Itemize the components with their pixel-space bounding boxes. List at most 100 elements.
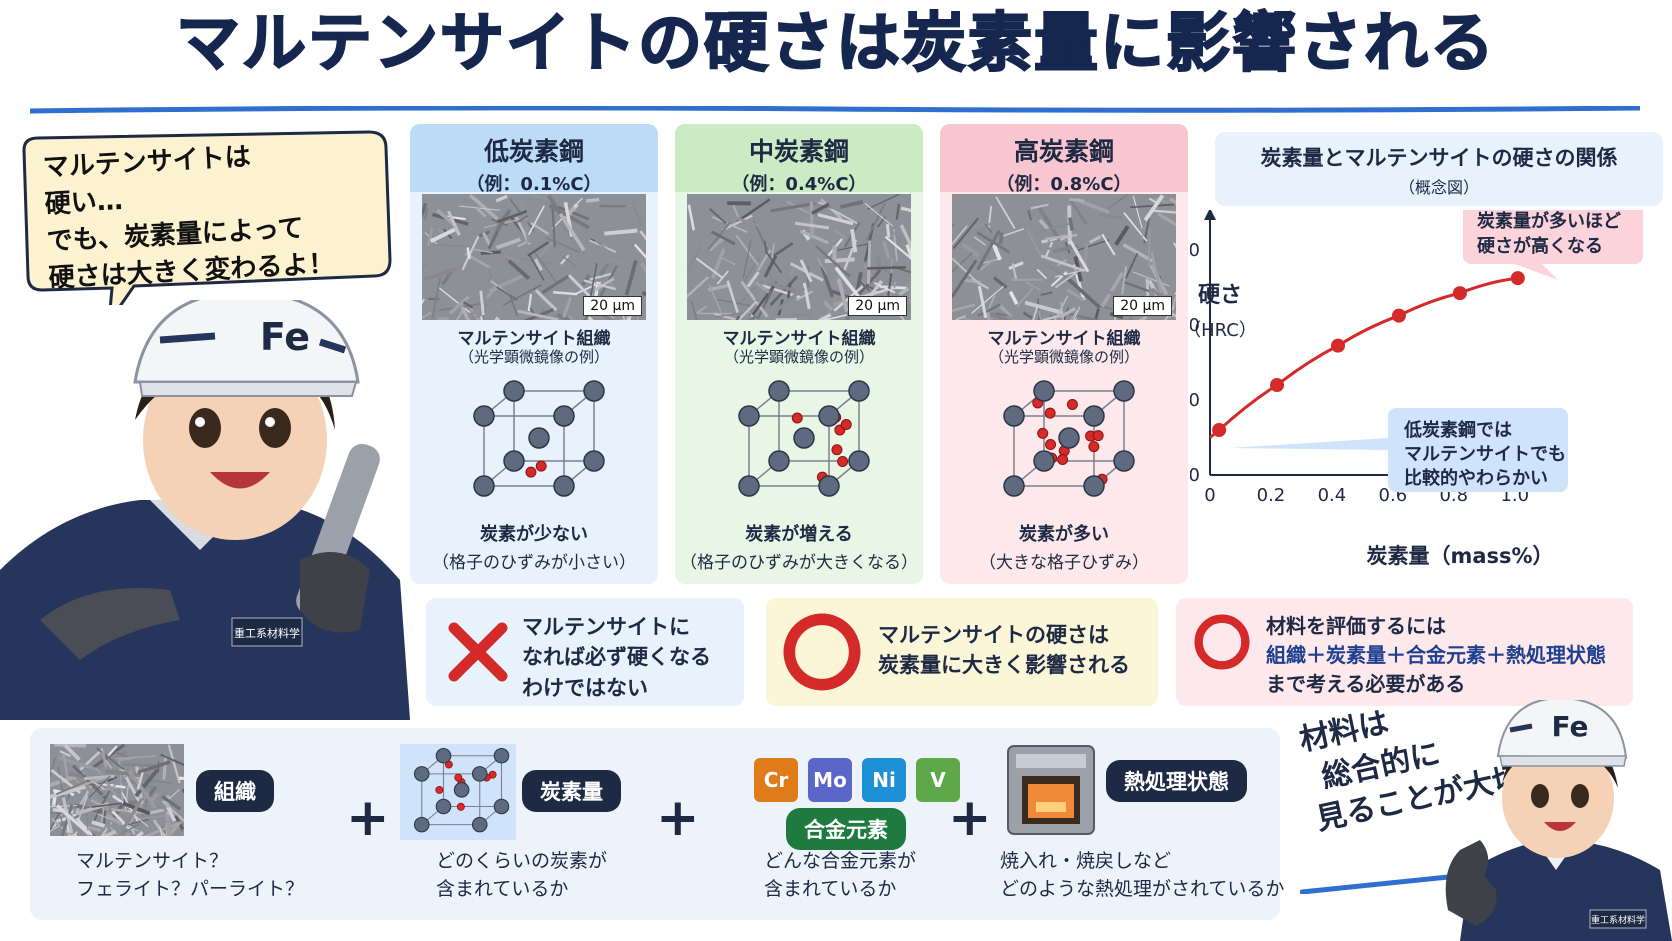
iron-atom — [818, 475, 840, 497]
title-underline — [30, 106, 1640, 114]
carbon-atom — [435, 785, 444, 794]
factor-desc: マルテンサイト？ フェライト？パーライト？ — [76, 850, 305, 900]
verdict-evaluate-all: 材料を評価するには 組織＋炭素量＋合金元素＋熱処理状態 まで考える必要がある — [1176, 598, 1633, 706]
micrograph-label: マルテンサイト組織 — [457, 329, 611, 349]
micrograph: 20 μm — [687, 194, 911, 320]
iron-atom — [493, 747, 510, 764]
chart-points — [1212, 271, 1525, 437]
data-point — [1212, 423, 1227, 437]
carbon-atom — [840, 418, 852, 430]
column-note: 炭素が増える — [745, 524, 853, 545]
iron-atom — [738, 405, 760, 427]
column-note: 炭素が少ない — [480, 524, 588, 545]
speech-text: マルテンサイトは 硬い… でも、炭素量によって 硬さは大きく変わるよ！ — [42, 142, 336, 294]
crystal-lattice — [473, 380, 605, 497]
factor-desc: どんな合金元素が 含まれているか — [764, 850, 917, 900]
callout-high-line: 硬さが高くなる — [1477, 235, 1603, 257]
carbon-atom — [454, 773, 463, 782]
plus-sign: + — [656, 788, 700, 848]
verdict-text: マルテンサイトの硬さは 炭素量に大きく影響される — [878, 623, 1130, 678]
furnace-icon — [1007, 745, 1095, 835]
iron-atom — [1083, 405, 1105, 427]
column-note-detail: （格子のひずみが小さい） — [432, 553, 636, 573]
iron-atom — [553, 475, 575, 497]
column-title: 低炭素鋼 — [483, 137, 584, 166]
x-tick-label: 0.4 — [1318, 485, 1347, 506]
iron-atom — [793, 427, 815, 449]
chart-title-box: 炭素量とマルテンサイトの硬さの関係 （概念図） — [1215, 132, 1663, 206]
iron-atom — [768, 380, 790, 402]
iron-atom — [1003, 405, 1025, 427]
iron-atom — [503, 450, 525, 472]
plus-sign: + — [948, 788, 992, 848]
iron-atom — [473, 405, 495, 427]
iron-atom — [1083, 475, 1105, 497]
data-point — [1331, 338, 1345, 353]
carbon-atom — [791, 412, 803, 424]
carbon-atom — [1057, 453, 1069, 465]
carbon-atom — [535, 460, 547, 472]
carbon-atom — [1092, 430, 1104, 442]
column-header: 低炭素鋼 （例：0.1%C） — [410, 124, 658, 195]
column-example: （例：0.1%C） — [466, 174, 602, 195]
helmet-label: Fe — [260, 315, 310, 359]
callout-low-line: マルテンサイトでも — [1404, 444, 1566, 465]
micrograph-thumbnail — [50, 744, 184, 836]
micrograph: 20 μm — [952, 194, 1176, 320]
iron-atom — [583, 450, 605, 472]
callout-high-line: 炭素量が多いほど — [1477, 210, 1621, 232]
scale-bar: 20 μm — [1113, 296, 1172, 316]
crystal-lattice — [738, 380, 870, 497]
verdict-carbon-influence: マルテンサイトの硬さは 炭素量に大きく影響される — [766, 598, 1158, 706]
micrograph-sublabel: （光学顕微鏡像の例） — [723, 348, 874, 366]
iron-atom — [528, 427, 550, 449]
callout-low-line: 比較的やわらかい — [1404, 467, 1548, 489]
iron-atom — [1033, 450, 1055, 472]
iron-atom — [768, 450, 790, 472]
verdict-text: マルテンサイトに なれば必ず硬くなる わけではない — [522, 615, 711, 700]
carbon-atom — [837, 455, 849, 467]
x-axis-label: 炭素量（mass%） — [1366, 544, 1553, 568]
iron-atom — [738, 475, 760, 497]
iron-atom — [1113, 380, 1135, 402]
carbon-atom — [525, 466, 537, 478]
chart-title: 炭素量とマルテンサイトの硬さの関係 — [1260, 146, 1618, 170]
chart-subtitle: （概念図） — [1398, 178, 1479, 197]
iron-atom — [471, 766, 488, 782]
scale-bar: 20 μm — [583, 296, 642, 316]
carbon-atom — [1037, 427, 1049, 439]
iron-atom — [1003, 475, 1025, 497]
callout-high: 炭素量が多いほど 硬さが高くなる — [1463, 210, 1643, 280]
y-axis-unit: （HRC） — [1190, 320, 1257, 341]
callout-low: 低炭素鋼では マルテンサイトでも 比較的やわらかい — [1230, 408, 1568, 492]
column-title: 高炭素鋼 — [1013, 137, 1114, 166]
factor-tag: 合金元素 — [786, 808, 906, 850]
helmet-label: Fe — [1552, 710, 1589, 743]
column-example: （例：0.4%C） — [731, 174, 867, 195]
iron-atom — [503, 380, 525, 402]
carbon-atom — [1044, 407, 1056, 419]
iron-atom — [1113, 450, 1135, 472]
factor-tag: 炭素量 — [522, 770, 621, 812]
plus-sign: + — [346, 788, 390, 848]
factor-tag: 組織 — [196, 770, 274, 812]
hardness-chart: 00.20.40.60.81.00204060 硬さ （HRC） 炭素量（mas… — [1190, 210, 1643, 568]
data-point — [1270, 378, 1285, 392]
column-high-carbon: 高炭素鋼 （例：0.8%C） 20 μm マルテンサイト組織 （光学顕微鏡像の例… — [940, 124, 1188, 584]
column-header: 中炭素鋼 （例：0.4%C） — [675, 124, 923, 195]
micrograph-label: マルテンサイト組織 — [722, 329, 876, 349]
column-medium-carbon: 中炭素鋼 （例：0.4%C） 20 μm マルテンサイト組織 （光学顕微鏡像の例… — [675, 124, 923, 584]
carbon-atom — [456, 802, 465, 811]
carbon-atom — [1045, 439, 1057, 451]
iron-atom — [1033, 380, 1055, 402]
iron-atom — [848, 450, 870, 472]
page-title: マルテンサイトの硬さは炭素量に影響される — [175, 6, 1496, 82]
data-point — [1391, 308, 1406, 323]
engineer-character-left: 重工系材料学 Fe — [0, 300, 410, 720]
micrograph-sublabel: （光学顕微鏡像の例） — [988, 348, 1139, 366]
iron-atom — [413, 766, 430, 782]
circle-icon — [783, 613, 861, 691]
iron-atom — [435, 798, 452, 815]
x-tick-label: 0.2 — [1257, 485, 1286, 506]
element-chip-mo: Mo — [808, 758, 852, 802]
